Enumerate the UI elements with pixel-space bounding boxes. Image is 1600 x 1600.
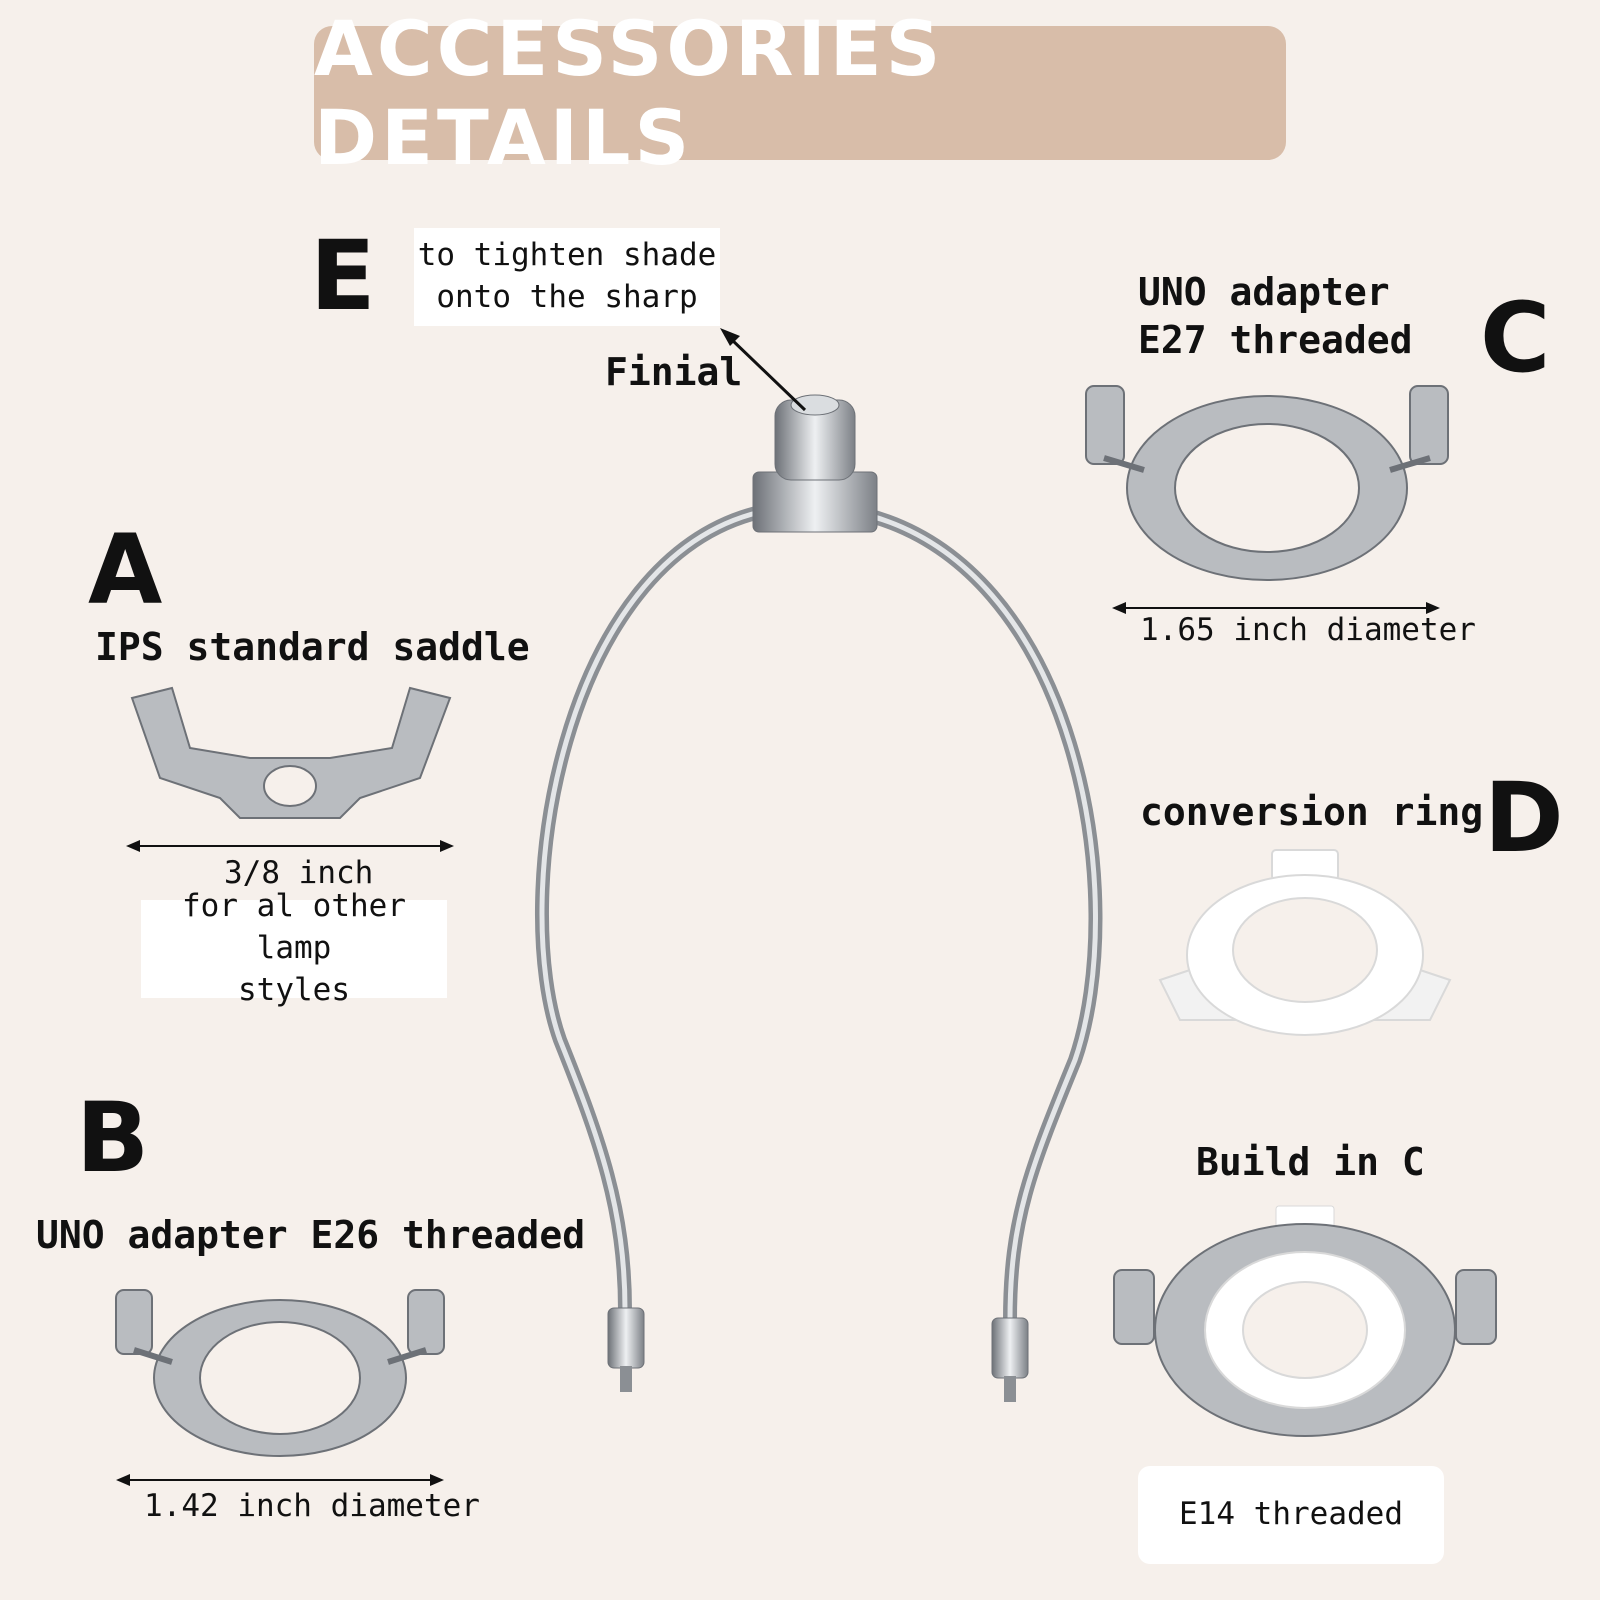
conversion-ring-illustration [1158,849,1452,1036]
saddle-note-line2: styles [238,971,350,1008]
uno-e27-dimension: 1.65 inch diameter [1140,612,1476,648]
finial-label: Finial [605,350,743,394]
build-in-label: Build in C [1196,1140,1425,1184]
part-letter-d: D [1484,762,1564,874]
finial-note-line1: to tighten shade [417,237,717,274]
uno-e26-illustration [115,1289,445,1457]
saddle-note-line1: for al other lamp [182,888,406,967]
uno-e26-dimension-arrow [116,1474,444,1486]
page-title: ACCESSORIES DETAILS [314,4,945,182]
uno-e27-dimension-arrow [1112,602,1440,614]
uno-e27-illustration [1085,385,1449,581]
saddle-illustration [130,686,452,819]
part-letter-c: C [1480,282,1551,394]
uno-e26-label: UNO adapter E26 threaded [36,1213,586,1257]
build-in-note-box: E14 threaded [1138,1466,1444,1564]
saddle-dimension-arrow [126,840,454,852]
part-letter-b: B [76,1082,150,1194]
part-letter-a: A [88,514,163,626]
conversion-ring-label: conversion ring [1140,790,1484,834]
saddle-dimension: 3/8 inch [224,855,374,891]
uno-e27-label-line1: UNO adapter [1138,270,1390,314]
build-in-note: E14 threaded [1179,1496,1403,1533]
uno-e26-dimension: 1.42 inch diameter [144,1488,480,1524]
finial-note-box: to tighten shade onto the sharp [414,228,720,326]
saddle-label: IPS standard saddle [95,625,530,669]
title-banner: ACCESSORIES DETAILS [314,4,1286,182]
uno-e27-label-line2: E27 threaded [1138,318,1413,362]
part-letter-e: E [310,220,376,332]
build-in-illustration [1113,1205,1497,1437]
finial-note-line2: onto the sharp [436,279,698,315]
saddle-note-box: for al other lamp styles [141,888,447,1008]
